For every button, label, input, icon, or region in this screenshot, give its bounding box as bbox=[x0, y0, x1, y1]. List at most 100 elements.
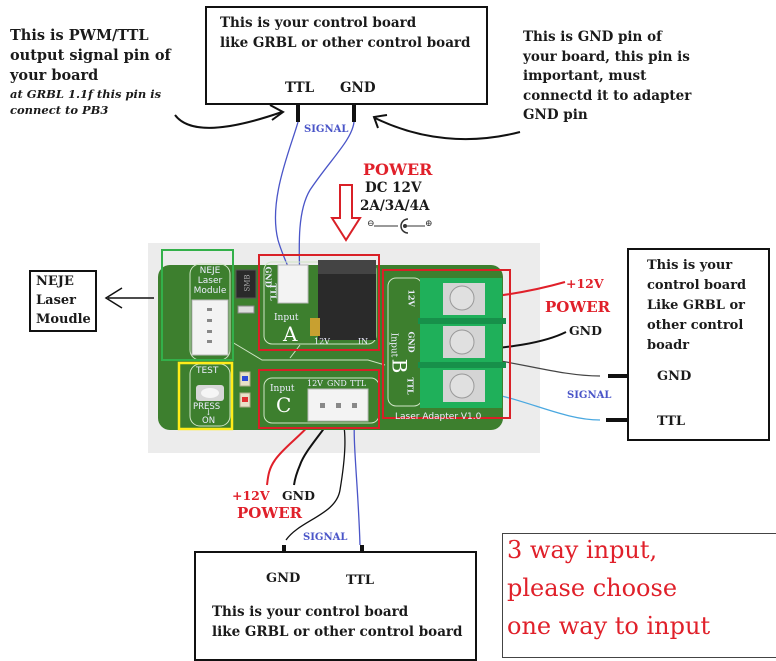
small-diode bbox=[237, 305, 255, 314]
on-label: ON bbox=[202, 416, 216, 426]
input-b-pin-gnd: GND bbox=[406, 331, 417, 353]
dc-jack-top bbox=[318, 260, 376, 274]
power-voltage: DC 12V bbox=[365, 180, 422, 196]
right-power: POWER bbox=[545, 298, 611, 316]
bottom-board-pin-ttl: TTL bbox=[346, 573, 375, 588]
connector-pin bbox=[207, 308, 212, 311]
input-b-letter: B bbox=[387, 358, 412, 374]
jack-pad bbox=[310, 318, 320, 336]
pcb-module-label-line: NEJE bbox=[199, 266, 221, 276]
pwm-note-line: output signal pin of bbox=[10, 47, 171, 64]
input-c-pin-12v: 12V bbox=[307, 379, 323, 388]
laser-module-line: Laser bbox=[36, 293, 77, 308]
arrow-to-laser-module-head bbox=[104, 287, 123, 309]
gnd-note-line: GND pin bbox=[523, 107, 588, 123]
terminal-screw bbox=[449, 373, 475, 399]
bottom-board-pin-gnd: GND bbox=[266, 571, 301, 586]
laser-module-highlight bbox=[161, 249, 234, 361]
test-label: TEST bbox=[196, 366, 219, 376]
gnd-note-line: connectd it to adapter bbox=[523, 87, 692, 104]
terminal-screw bbox=[449, 285, 475, 311]
pcb-module-label: NEJE Laser Module bbox=[193, 266, 227, 296]
right-control-board: This is your control board Like GRBL or … bbox=[627, 248, 770, 441]
power-title: POWER bbox=[363, 160, 433, 179]
right-board-pin-gnd: GND bbox=[657, 369, 692, 384]
input-a-letter: A bbox=[283, 322, 298, 346]
notice-line: 3 way input, bbox=[507, 536, 658, 564]
pwm-note-italic: connect to PB3 bbox=[10, 103, 109, 117]
polarity-positive: ⊕ bbox=[425, 219, 433, 229]
wire-top-gnd bbox=[298, 121, 355, 291]
laser-module-line: Moudle bbox=[36, 312, 91, 327]
notice-line: please choose bbox=[507, 574, 678, 602]
pcb-trace bbox=[231, 341, 386, 366]
input-c-pin-gnd: GND bbox=[327, 379, 347, 388]
gnd-note: This is GND pin of your board, this pin … bbox=[523, 28, 691, 126]
arrow-to-gnd-pin bbox=[374, 117, 521, 141]
input-a-pin-ttl: TTL bbox=[268, 283, 279, 301]
right-board-line: control board bbox=[647, 278, 747, 293]
laser-module-connector bbox=[191, 299, 229, 356]
input-c-letter: C bbox=[276, 393, 292, 417]
input-b-pin-12v: 12V bbox=[406, 289, 417, 307]
test-button-cap bbox=[201, 388, 219, 398]
jack-polarity-dot bbox=[403, 224, 407, 228]
pcb-version: Laser Adapter V1.0 bbox=[395, 412, 482, 422]
notice-line: one way to input bbox=[507, 612, 711, 640]
right-board-line: other control bbox=[647, 318, 744, 333]
connector-pin bbox=[336, 403, 341, 408]
arrow-to-gnd-pin-head bbox=[372, 114, 388, 129]
bottom-gnd: GND bbox=[282, 488, 315, 503]
connector-pin bbox=[207, 330, 212, 333]
pwm-note-italic: at GRBL 1.1f this pin is bbox=[10, 87, 162, 101]
input-b-highlight bbox=[382, 269, 511, 419]
arrow-to-ttl-pin bbox=[174, 111, 283, 129]
input-a-jack-12v: 12V bbox=[314, 337, 330, 346]
right-plus12v: +12V bbox=[566, 276, 604, 291]
pwm-note-line: your board bbox=[10, 67, 99, 84]
pcb-module-label-line: Laser bbox=[197, 276, 223, 286]
input-c-highlight bbox=[258, 369, 380, 429]
connector-pin bbox=[207, 319, 212, 322]
input-a-label: Input bbox=[274, 313, 299, 323]
wire-c-gnd-to-board bbox=[285, 409, 346, 541]
input-a-connector bbox=[277, 264, 309, 304]
press-arrow: ↓ bbox=[205, 408, 212, 417]
polarity-negative: ⊖ bbox=[367, 219, 375, 229]
right-board-line: This is your bbox=[647, 258, 733, 273]
bottom-control-board: GND TTL This is your control board like … bbox=[194, 551, 477, 661]
pwm-note: This is PWM/TTL output signal pin of you… bbox=[10, 26, 171, 118]
pcb-trace bbox=[289, 344, 301, 359]
gnd-note-line: important, must bbox=[523, 68, 647, 84]
three-way-input-notice: 3 way input, please choose one way to in… bbox=[502, 533, 776, 658]
bottom-power: POWER bbox=[237, 504, 303, 522]
top-control-board: This is your control board like GRBL or … bbox=[205, 6, 488, 105]
right-board-line: boadr bbox=[647, 338, 690, 353]
right-board-pin-ttl: TTL bbox=[657, 414, 686, 429]
bottom-signal: SIGNAL bbox=[303, 532, 348, 543]
led-red-dot bbox=[242, 397, 248, 402]
power-down-arrow bbox=[330, 184, 362, 242]
power-current: 2A/3A/4A bbox=[360, 198, 430, 214]
bottom-board-line: like GRBL or other control board bbox=[212, 624, 463, 640]
terminal-divider bbox=[418, 362, 506, 368]
connector-pin bbox=[320, 403, 325, 408]
bottom-board-line: This is your control board bbox=[212, 604, 409, 620]
pwm-note-line: This is PWM/TTL bbox=[10, 27, 149, 44]
connector-pin bbox=[207, 340, 212, 343]
test-button-highlight bbox=[177, 361, 234, 431]
right-signal: SIGNAL bbox=[567, 390, 612, 401]
smb-diode bbox=[235, 269, 257, 299]
right-board-line: Like GRBL or bbox=[647, 298, 745, 313]
top-board-line: This is your control board bbox=[220, 15, 417, 31]
arrow-to-ttl-pin-head bbox=[269, 104, 285, 121]
jack-polarity-c bbox=[400, 218, 409, 234]
laser-module-box: NEJE Laser Moudle bbox=[29, 270, 97, 332]
connector-pin bbox=[352, 403, 357, 408]
press-label: PRESS bbox=[193, 402, 221, 412]
terminal-divider bbox=[418, 318, 506, 324]
pcb-module-label-line: Module bbox=[193, 286, 227, 296]
gnd-note-line: This is GND pin of bbox=[523, 29, 662, 45]
led-blue-dot bbox=[242, 376, 248, 381]
